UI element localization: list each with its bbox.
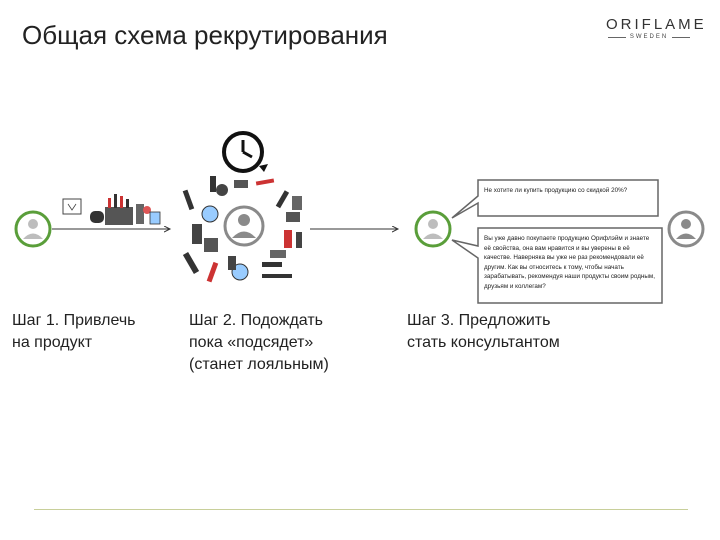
logo-sub: SWEDEN <box>606 34 692 40</box>
slide-title: Общая схема рекрутирования <box>22 20 388 50</box>
logo-right-rule <box>672 36 691 38</box>
step-2-line2: пока «подсядет» <box>189 334 314 351</box>
step-3-line1: Шаг 3. Предложить <box>407 310 560 332</box>
clock-icon <box>222 131 268 173</box>
bottom-divider <box>34 509 688 510</box>
cosmetics-icon <box>90 194 161 225</box>
step-2-line1: Шаг 2. Подождать <box>189 310 329 332</box>
step-2-line3: (станет лояльным) <box>189 356 329 373</box>
step-3: Шаг 3. Предложить стать консультантом <box>407 310 560 354</box>
oriflame-logo: ORIFLAME SWEDEN <box>606 16 707 40</box>
person-icon <box>414 210 452 248</box>
person-icon <box>667 210 705 248</box>
step-1-line2: на продукт <box>12 334 93 351</box>
voucher-icon <box>62 198 82 215</box>
step-2: Шаг 2. Подождать пока «подсядет» (станет… <box>189 310 329 376</box>
speech-bubble-icon <box>451 179 663 304</box>
step-1-text: Привлечь <box>63 312 136 329</box>
step-3-line2: стать консультантом <box>407 334 560 351</box>
step-3-text: Предложить <box>458 312 551 329</box>
logo-sub-text: SWEDEN <box>629 34 669 40</box>
person-icon <box>14 210 52 248</box>
bubble-offer-text: Вы уже давно покупаете продукцию Орифлэй… <box>484 235 656 290</box>
step-1-line1: Шаг 1. Привлечь <box>12 310 135 332</box>
step-2-label: Шаг 2. <box>189 312 237 329</box>
step-1: Шаг 1. Привлечь на продукт <box>12 310 135 354</box>
bubble-question-text: Не хотите ли купить продукцию со скидкой… <box>484 187 628 194</box>
logo-main-text: ORIFLAME <box>606 16 707 33</box>
cosmetics-icon <box>182 176 302 283</box>
person-icon <box>223 205 265 247</box>
step-2-text: Подождать <box>240 312 323 329</box>
logo-left-rule <box>607 36 626 38</box>
step-3-label: Шаг 3. <box>407 312 455 329</box>
step-1-label: Шаг 1. <box>12 312 60 329</box>
